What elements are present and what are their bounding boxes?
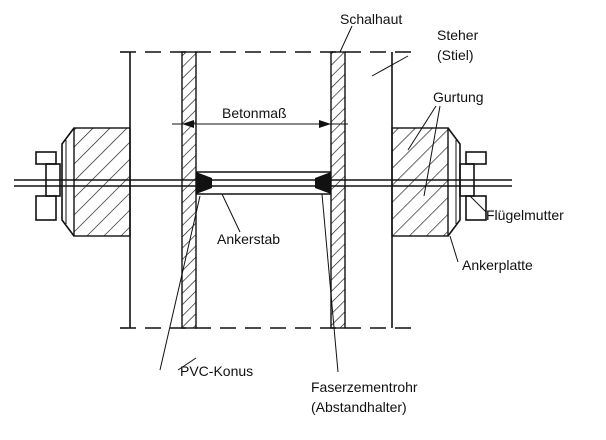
pvc-konus-left xyxy=(196,172,212,194)
label-fluegelmutter: Flügelmutter xyxy=(486,207,564,223)
ankerplatte-left xyxy=(61,127,75,237)
gurtung-right xyxy=(391,127,449,237)
leader-lines xyxy=(159,25,487,373)
gurtung-left xyxy=(73,127,131,237)
label-gurtung: Gurtung xyxy=(433,89,484,105)
betonmass-dimension xyxy=(172,120,348,128)
label-faserzementrohr: Faserzementrohr xyxy=(311,379,418,395)
faserzementrohr xyxy=(196,171,331,195)
steher-boundaries xyxy=(120,51,418,329)
label-abstandhalter: (Abstandhalter) xyxy=(311,399,407,415)
label-steher: Steher xyxy=(437,27,479,43)
label-ankerplatte: Ankerplatte xyxy=(462,257,533,273)
schalhaut-left xyxy=(181,51,197,329)
label-schalhaut: Schalhaut xyxy=(340,11,402,27)
ankerstab xyxy=(14,179,512,187)
label-ankerstab: Ankerstab xyxy=(217,231,280,247)
ankerplatte-right xyxy=(447,127,461,237)
label-pvc-konus: PVC-Konus xyxy=(180,363,253,379)
label-betonmass: Betonmaß xyxy=(222,105,287,121)
pvc-konus-right xyxy=(315,172,331,194)
schalhaut-right xyxy=(330,51,346,329)
label-stiel: (Stiel) xyxy=(437,47,474,63)
